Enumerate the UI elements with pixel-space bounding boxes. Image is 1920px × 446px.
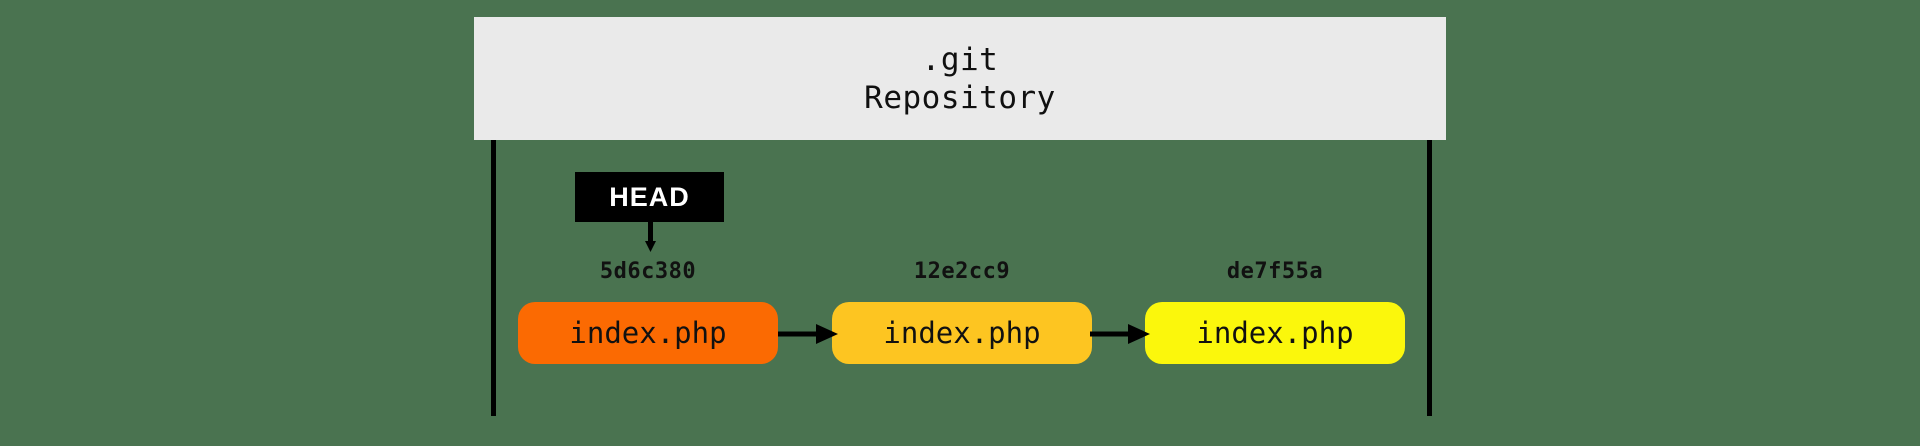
commit-file-name: index.php: [1196, 316, 1354, 350]
commit-file-name: index.php: [883, 316, 1041, 350]
commit-file-node: index.php: [832, 302, 1092, 364]
repository-title: .git Repository: [474, 17, 1446, 140]
repository-title-line-1: .git: [921, 41, 999, 78]
commit-hash-label: 5d6c380: [599, 259, 697, 284]
commit-link-arrow-icon: [1090, 324, 1150, 344]
head-badge: HEAD: [575, 172, 724, 222]
commit-file-node: index.php: [518, 302, 778, 364]
repository-wall-left: [491, 140, 496, 416]
repository-panel: .git Repository: [474, 17, 1446, 140]
commit-hash-label: 12e2cc9: [913, 259, 1011, 284]
repository-title-line-2: Repository: [864, 79, 1056, 116]
commit-file-name: index.php: [569, 316, 727, 350]
commit-file-node: index.php: [1145, 302, 1405, 364]
repository-wall-right: [1427, 140, 1432, 416]
head-down-arrow-icon: [645, 222, 656, 252]
commit-link-arrow-icon: [778, 324, 838, 344]
commit-hash-label: de7f55a: [1226, 259, 1324, 284]
head-badge-label: HEAD: [609, 181, 690, 212]
